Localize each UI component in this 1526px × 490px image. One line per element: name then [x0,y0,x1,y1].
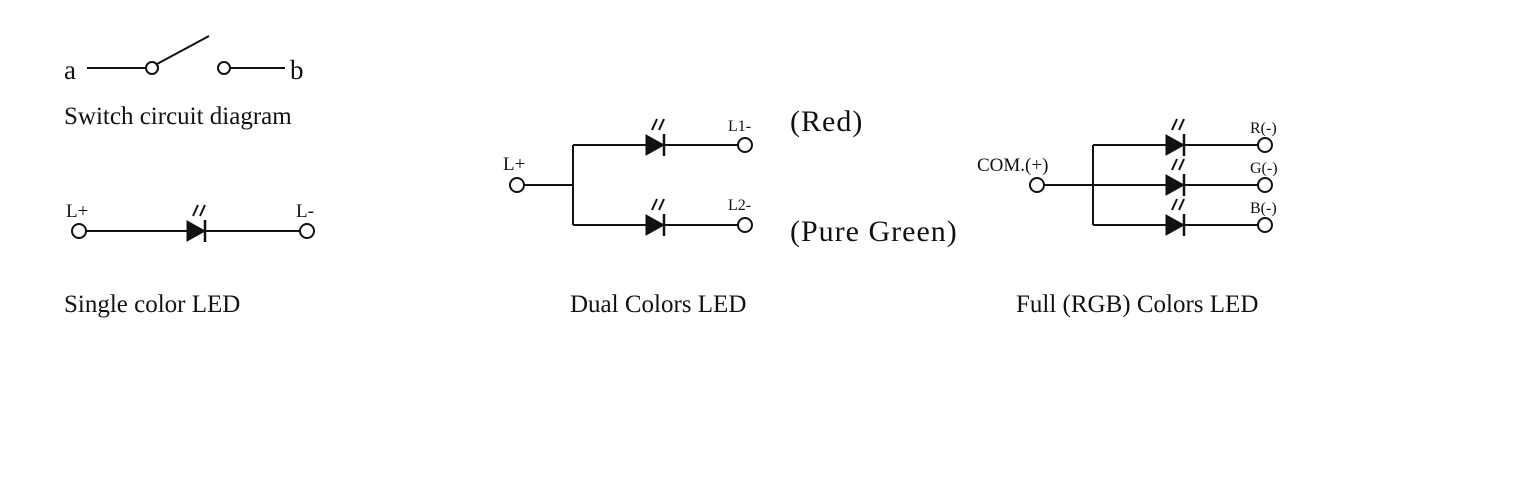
rgb-led-node-b-icon [1257,217,1273,233]
rgb-led-label-common: COM.(+) [977,155,1048,176]
single-led-caption: Single color LED [64,291,240,318]
switch-label-b: b [290,55,304,85]
rgb-led-label-g: G(-) [1250,160,1278,177]
switch-caption: Switch circuit diagram [64,103,292,130]
rgb-led-node-common-icon [1029,177,1045,193]
dual-led-label-common: L+ [503,154,525,175]
single-led-diode-icon [186,204,207,242]
rgb-led-diode-g-icon [1165,158,1186,196]
rgb-led-diode-b-icon [1165,198,1186,236]
single-led-label-neg: L- [296,201,314,222]
dual-led-node-common-icon [509,177,525,193]
switch-contact-right-icon [217,61,231,75]
dual-led-color-2: (Pure Green) [790,215,958,248]
single-led-circuit: L+ L- Single color LED [64,201,315,318]
dual-led-caption: Dual Colors LED [570,291,746,318]
dual-led-node-l2-icon [737,217,753,233]
rgb-led-label-r: R(-) [1250,120,1277,137]
dual-led-color-1: (Red) [790,105,863,138]
switch-label-a: a [64,55,76,85]
single-led-label-pos: L+ [66,201,88,222]
rgb-led-node-r-icon [1257,137,1273,153]
dual-led-node-l1-icon [737,137,753,153]
single-led-node-neg-icon [299,223,315,239]
dual-led-label-l1: L1- [728,118,751,135]
dual-led-diode-l2-icon [645,198,666,236]
rgb-led-circuit: COM.(+) R(-) G(-) [977,118,1278,318]
switch-contact-left-icon [145,61,159,75]
rgb-led-diode-r-icon [1165,118,1186,156]
rgb-led-caption: Full (RGB) Colors LED [1016,291,1258,318]
single-led-node-pos-icon [71,223,87,239]
switch-lever-icon [156,35,210,65]
rgb-led-node-g-icon [1257,177,1273,193]
dual-led-circuit: L+ L1- (Red) L2- (Pure Green) Dual Color… [503,105,958,318]
switch-circuit: a b Switch circuit diagram [64,35,304,130]
dual-led-diode-l1-icon [645,118,666,156]
rgb-led-label-b: B(-) [1250,200,1277,217]
dual-led-label-l2: L2- [728,197,751,214]
